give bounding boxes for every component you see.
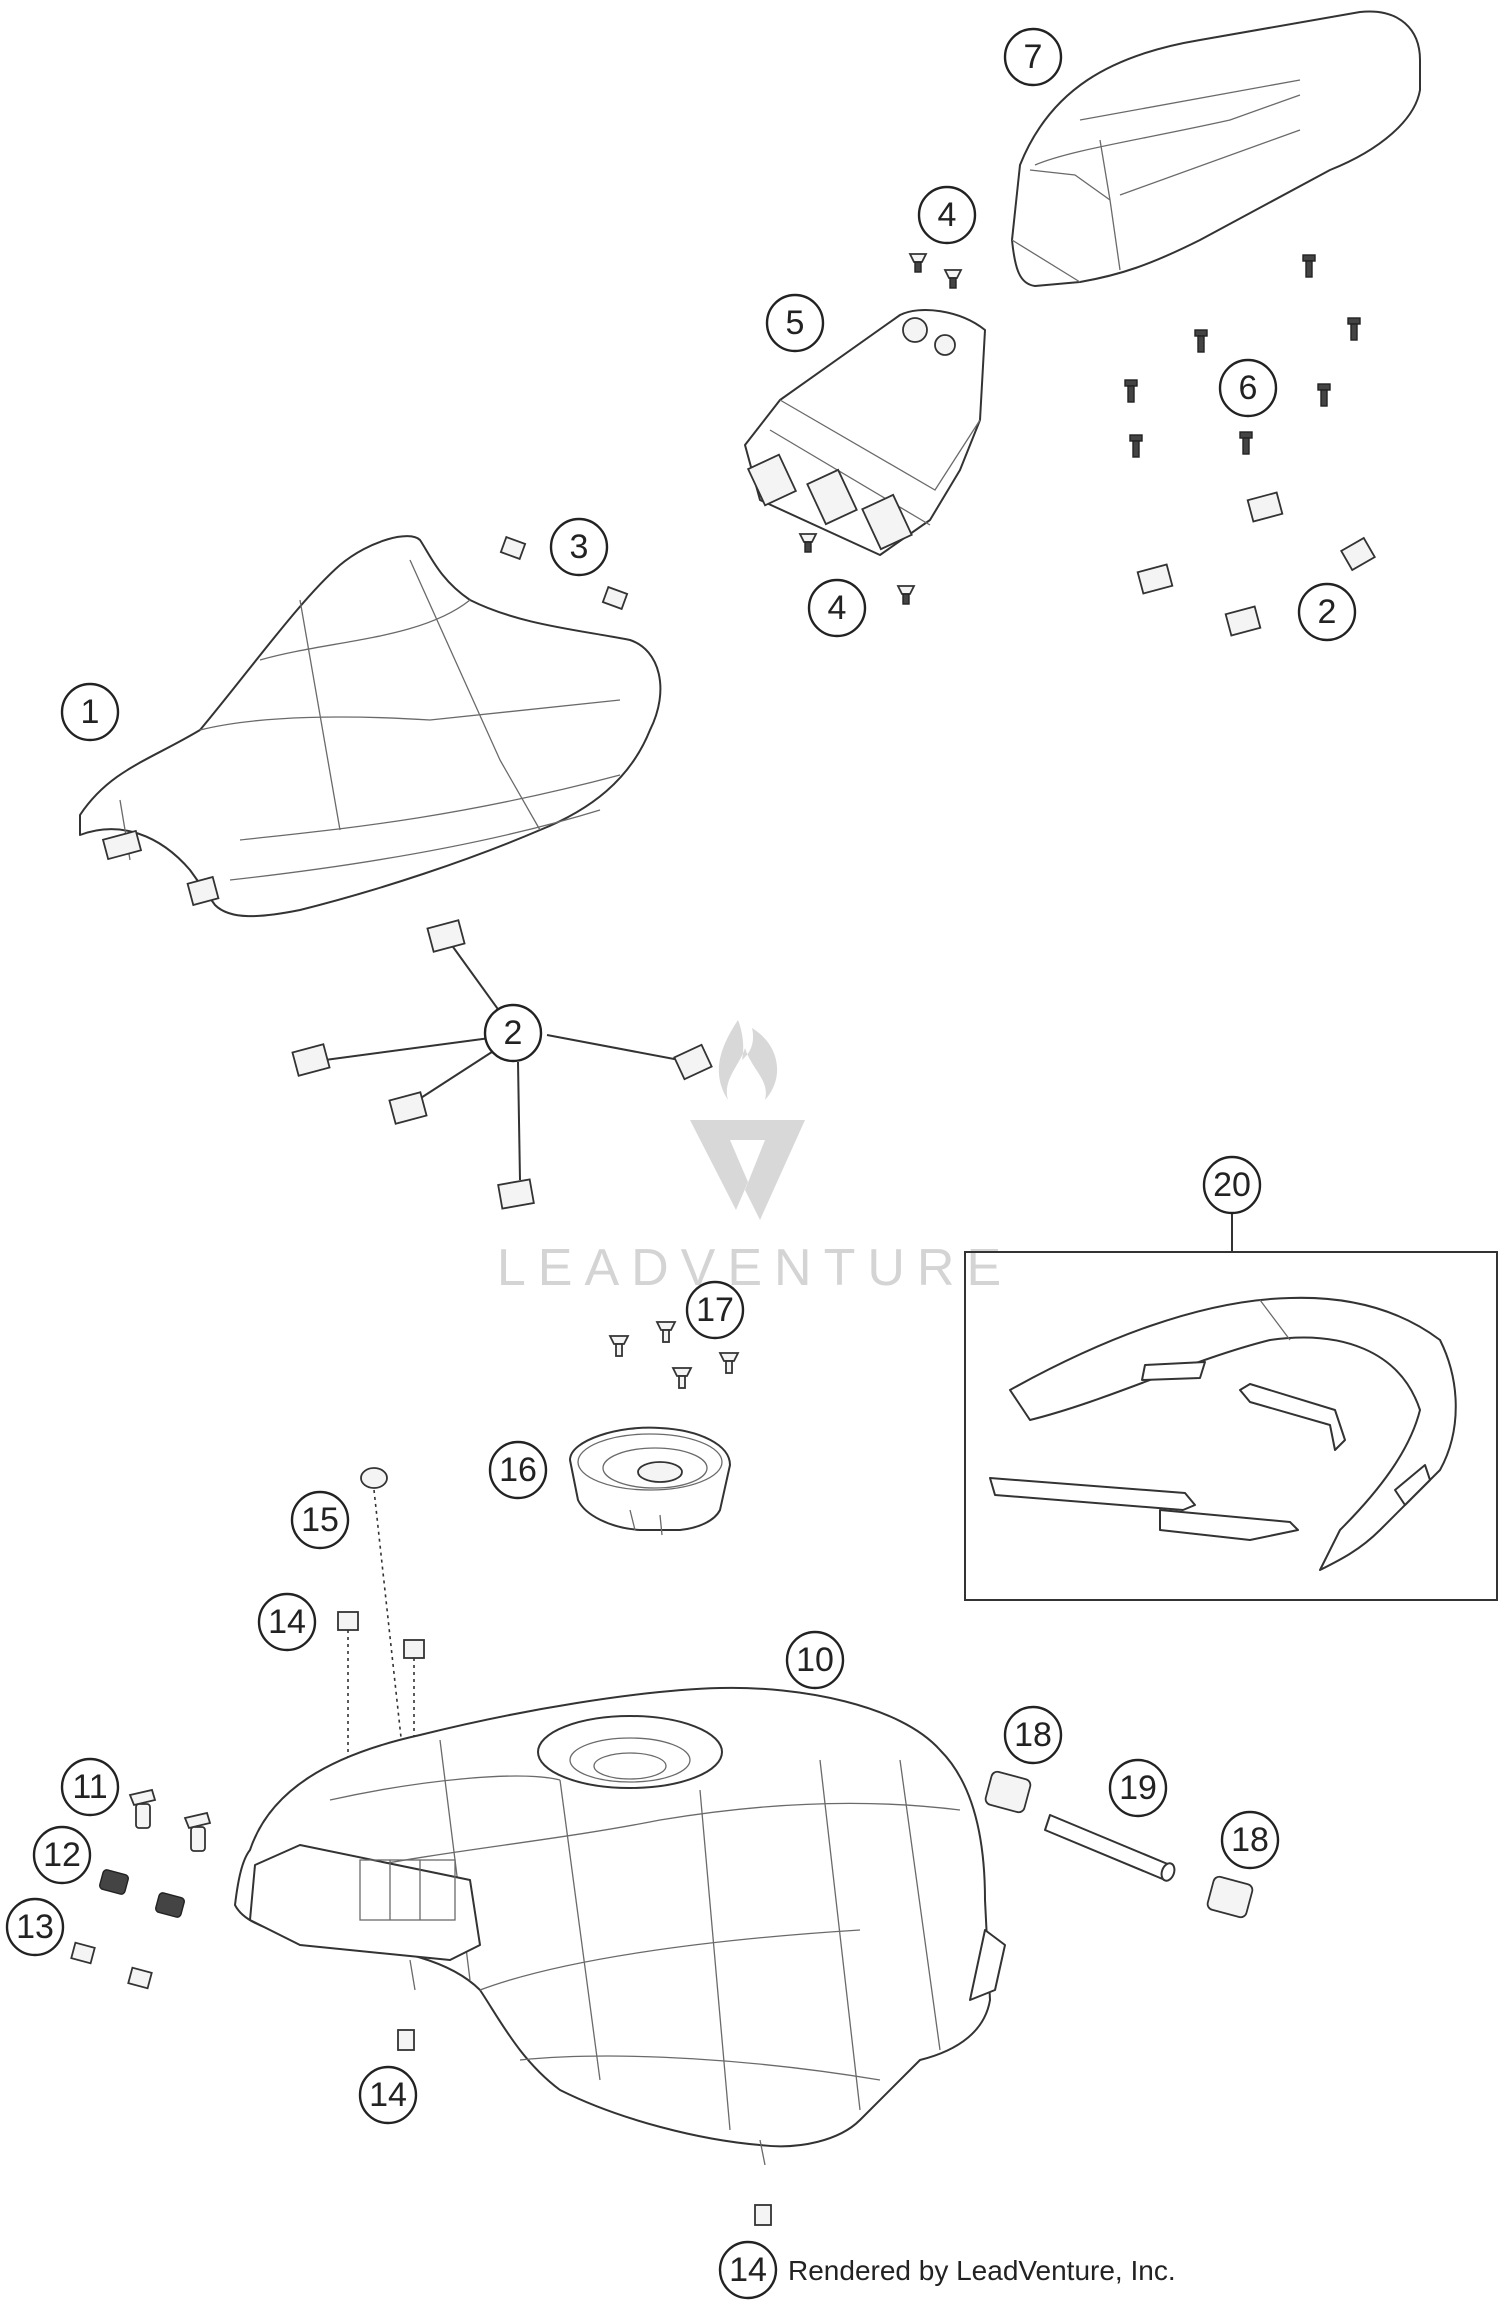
svg-text:12: 12 xyxy=(43,1836,81,1874)
svg-text:6: 6 xyxy=(1239,369,1258,407)
callout-11: 11 xyxy=(60,1757,120,1817)
part-6-bolts xyxy=(1124,254,1361,458)
leadventure-watermark: LEADVENTURE xyxy=(497,1020,1013,1297)
part-seat-bracket xyxy=(744,309,986,556)
svg-text:20: 20 xyxy=(1213,1166,1251,1204)
callout-2-center: 2 xyxy=(483,1003,543,1063)
svg-text:13: 13 xyxy=(16,1908,54,1946)
svg-text:4: 4 xyxy=(938,196,957,234)
svg-text:1: 1 xyxy=(81,693,100,731)
callout-20: 20 xyxy=(1202,1155,1262,1215)
callout-14-upper: 14 xyxy=(257,1592,317,1652)
svg-text:15: 15 xyxy=(301,1501,339,1539)
callout-18-left: 18 xyxy=(1003,1705,1063,1765)
svg-text:4: 4 xyxy=(828,589,847,627)
svg-text:19: 19 xyxy=(1119,1769,1157,1807)
callout-15: 15 xyxy=(290,1490,350,1550)
callout-17: 17 xyxy=(685,1280,745,1340)
part-18-bushings xyxy=(984,1770,1254,1919)
svg-text:5: 5 xyxy=(786,304,805,342)
part-13-clips xyxy=(70,1941,153,1990)
callout-4-top: 4 xyxy=(917,185,977,245)
callout-10: 10 xyxy=(785,1630,845,1690)
part-15-grommet xyxy=(360,1467,411,1821)
callout-12: 12 xyxy=(32,1825,92,1885)
part-2-clips-upper xyxy=(1136,491,1376,637)
svg-text:18: 18 xyxy=(1231,1821,1269,1859)
watermark-text: LEADVENTURE xyxy=(497,1239,1013,1297)
callout-14-middle: 14 xyxy=(358,2065,418,2125)
part-11-bolts xyxy=(128,1788,212,1852)
callout-3: 3 xyxy=(549,517,609,577)
part-20-trim-kit xyxy=(964,1212,1498,1601)
part-16-filler-cap xyxy=(569,1426,731,1536)
callout-14-bottom: 14 xyxy=(718,2240,778,2300)
svg-text:17: 17 xyxy=(696,1291,734,1329)
callout-16: 16 xyxy=(488,1440,548,1500)
callout-18-right: 18 xyxy=(1220,1810,1280,1870)
callout-7: 7 xyxy=(1003,27,1063,87)
part-12-nuts xyxy=(99,1869,185,1918)
callout-1: 1 xyxy=(60,682,120,742)
callout-13: 13 xyxy=(5,1897,65,1957)
callout-4-bottom: 4 xyxy=(807,578,867,638)
part-4-screws xyxy=(798,253,963,605)
part-10-fuel-tank xyxy=(234,1686,1006,2166)
callout-19: 19 xyxy=(1108,1758,1168,1818)
part-rear-seat xyxy=(1011,10,1421,287)
callout-6: 6 xyxy=(1218,358,1278,418)
svg-text:3: 3 xyxy=(570,528,589,566)
svg-text:11: 11 xyxy=(72,1768,107,1806)
credit-text: Rendered by LeadVenture, Inc. xyxy=(788,2255,1176,2286)
svg-text:2: 2 xyxy=(504,1014,523,1052)
callout-5: 5 xyxy=(765,293,825,353)
svg-text:2: 2 xyxy=(1318,593,1337,631)
svg-text:16: 16 xyxy=(499,1451,537,1489)
svg-text:7: 7 xyxy=(1024,38,1043,76)
svg-text:14: 14 xyxy=(268,1603,306,1641)
part-19-tube xyxy=(1044,1814,1176,1882)
part-17-screws xyxy=(608,1321,740,1389)
callout-2-upper: 2 xyxy=(1297,582,1357,642)
svg-text:14: 14 xyxy=(729,2251,767,2289)
svg-text:14: 14 xyxy=(369,2076,407,2114)
svg-text:10: 10 xyxy=(796,1641,834,1679)
part-rider-seat xyxy=(79,535,662,918)
part-3-clips xyxy=(499,535,629,611)
part-2-clips-center xyxy=(291,919,713,1210)
svg-text:18: 18 xyxy=(1014,1716,1052,1754)
